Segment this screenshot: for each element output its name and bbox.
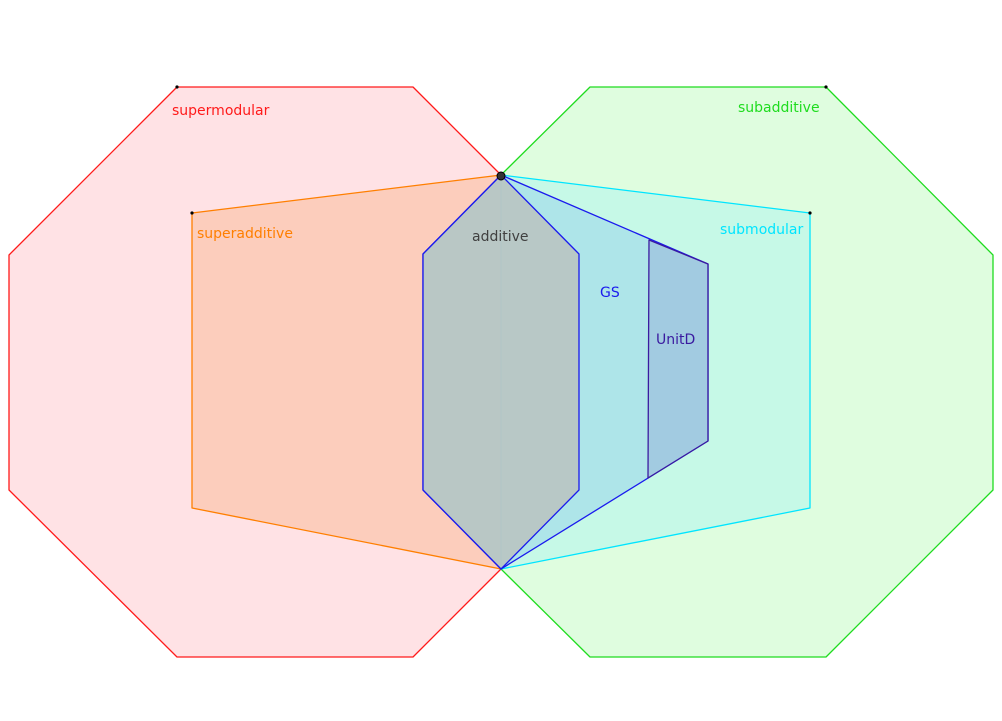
- superadditive-label: superadditive: [197, 226, 293, 242]
- unitd-label: UnitD: [656, 332, 695, 348]
- unitd-region: [647, 239, 709, 479]
- supermodular-label: supermodular: [172, 103, 270, 119]
- supermodular-corner-point: [175, 85, 179, 89]
- subadditive-corner-point: [824, 85, 828, 89]
- additive-label: additive: [472, 229, 529, 245]
- superadditive-corner-point: [190, 211, 194, 215]
- submodular-corner-point: [808, 211, 812, 215]
- submodular-label: submodular: [720, 222, 803, 238]
- subadditive-label: subadditive: [738, 100, 820, 116]
- gs-label: GS: [600, 285, 620, 301]
- apex-point: [496, 171, 506, 181]
- additive-region: [422, 174, 580, 570]
